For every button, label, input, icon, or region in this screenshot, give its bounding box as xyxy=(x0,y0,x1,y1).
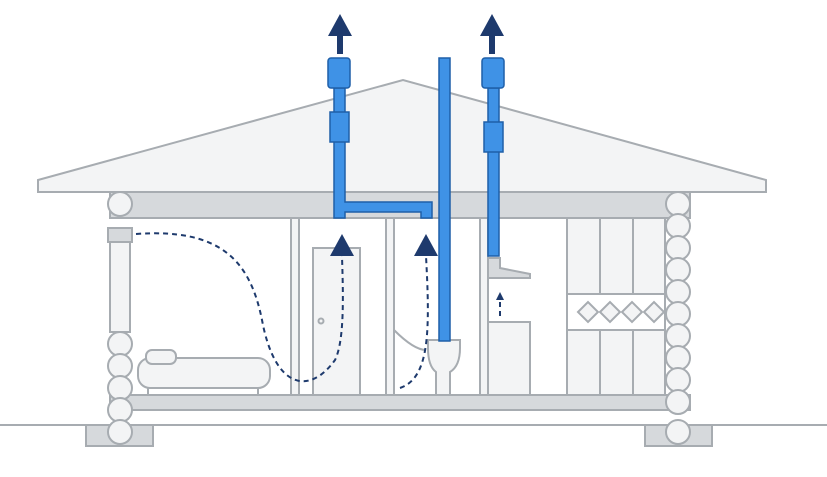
log-wall-left xyxy=(107,191,133,445)
roof xyxy=(37,78,767,193)
bed xyxy=(137,349,271,395)
up-arrow-icon xyxy=(330,234,354,256)
airflow-path-bathroom xyxy=(399,255,429,389)
pipe-3-cap xyxy=(481,57,505,89)
pipe-1-cap xyxy=(327,57,351,89)
pipe-1-coupling xyxy=(329,111,350,143)
exhaust-pipe-1 xyxy=(333,87,433,219)
cabinets xyxy=(566,217,666,396)
exhaust-pipe-3 xyxy=(487,87,500,257)
pipe-3-coupling xyxy=(483,121,504,153)
floor xyxy=(109,394,691,411)
up-arrow-icon xyxy=(328,14,352,54)
wall-3 xyxy=(479,217,489,396)
sewer-vent-pipe xyxy=(438,57,451,342)
hood xyxy=(487,257,531,279)
up-arrow-icon xyxy=(414,234,438,256)
water-heater xyxy=(487,321,531,396)
wall-2 xyxy=(385,217,395,396)
log-wall-right xyxy=(665,191,691,445)
wall-1 xyxy=(290,217,300,396)
up-arrow-icon xyxy=(480,14,504,54)
door-knob xyxy=(317,317,325,325)
toilet xyxy=(393,329,461,396)
